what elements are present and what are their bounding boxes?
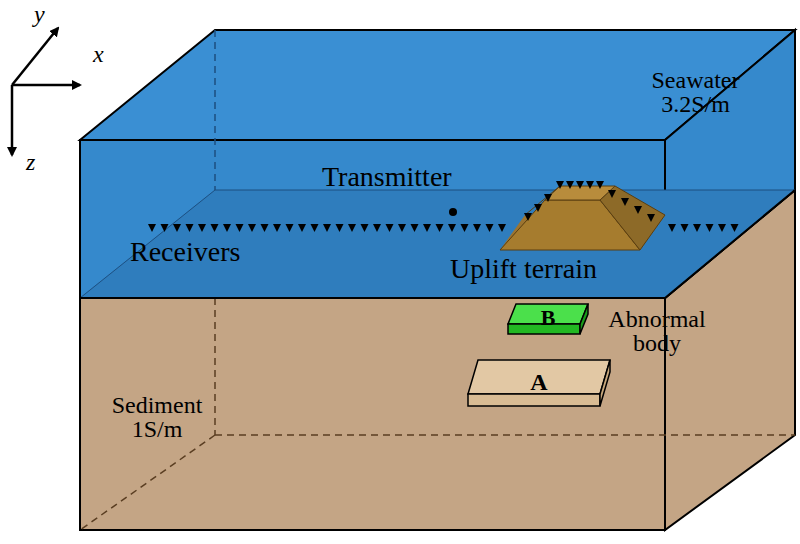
block-label: B: [508, 307, 588, 329]
receiver-symbol: [524, 213, 532, 221]
receiver-symbol: [398, 224, 406, 232]
receiver-symbol: [298, 224, 306, 232]
layer-label: Sediment 1S/m: [98, 393, 216, 441]
receiver-symbol: [576, 181, 584, 189]
terrain-label: Uplift terrain: [450, 255, 597, 283]
receivers-label: Receivers: [130, 238, 240, 266]
receiver-symbol: [448, 224, 456, 232]
receiver-symbol: [211, 224, 219, 232]
receiver-symbol: [473, 224, 481, 232]
receiver-symbol: [668, 224, 676, 232]
block-face: [468, 360, 610, 394]
receiver-symbol: [566, 181, 574, 189]
receiver-symbol: [373, 224, 381, 232]
block-label: A: [468, 370, 610, 394]
receiver-symbol: [161, 224, 169, 232]
block-face: [580, 304, 588, 334]
receiver-symbol: [148, 224, 156, 232]
abnormal-body: A: [468, 360, 610, 406]
layer-label: Seawater 3.2S/m: [633, 68, 758, 116]
receiver-symbol: [336, 224, 344, 232]
receiver-symbol: [423, 224, 431, 232]
receiver-symbol: [706, 224, 714, 232]
receiver-symbol: [693, 224, 701, 232]
receiver-symbol: [236, 224, 244, 232]
receiver-symbol: [223, 224, 231, 232]
receiver-symbol: [261, 224, 269, 232]
receiver-symbol: [586, 181, 594, 189]
receiver-symbol: [731, 224, 739, 232]
receiver-symbol: [436, 224, 444, 232]
receiver-symbol: [486, 224, 494, 232]
receiver-symbol: [681, 224, 689, 232]
receiver-symbol: [634, 206, 642, 214]
receiver-symbol: [647, 214, 655, 222]
receiver-symbol: [361, 224, 369, 232]
receiver-symbol: [173, 224, 181, 232]
receiver-symbol: [311, 224, 319, 232]
receiver-symbol: [608, 190, 616, 198]
receiver-symbol: [411, 224, 419, 232]
receiver-symbol: [348, 224, 356, 232]
receiver-symbol: [461, 224, 469, 232]
anomaly-label: Abnormal body: [596, 307, 718, 355]
abnormal-body: B: [508, 304, 588, 334]
receiver-symbol: [556, 181, 564, 189]
axis-label: z: [26, 150, 35, 174]
receiver-symbol: [534, 204, 542, 212]
receiver-symbol: [386, 224, 394, 232]
receiver-symbol: [198, 224, 206, 232]
axis-label: y: [34, 2, 45, 26]
receiver-symbol: [186, 224, 194, 232]
receiver-symbol: [323, 224, 331, 232]
receiver-symbol: [718, 224, 726, 232]
axis-label: x: [93, 42, 104, 66]
receiver-symbol: [544, 194, 552, 202]
receiver-symbol: [621, 198, 629, 206]
transmitter-label: Transmitter: [322, 163, 452, 191]
receiver-symbol: [273, 224, 281, 232]
receiver-symbol: [248, 224, 256, 232]
receiver-symbol: [498, 224, 506, 232]
receiver-symbol: [596, 181, 604, 189]
block-face: [600, 360, 610, 406]
block-face: [468, 394, 600, 406]
receiver-symbol: [286, 224, 294, 232]
